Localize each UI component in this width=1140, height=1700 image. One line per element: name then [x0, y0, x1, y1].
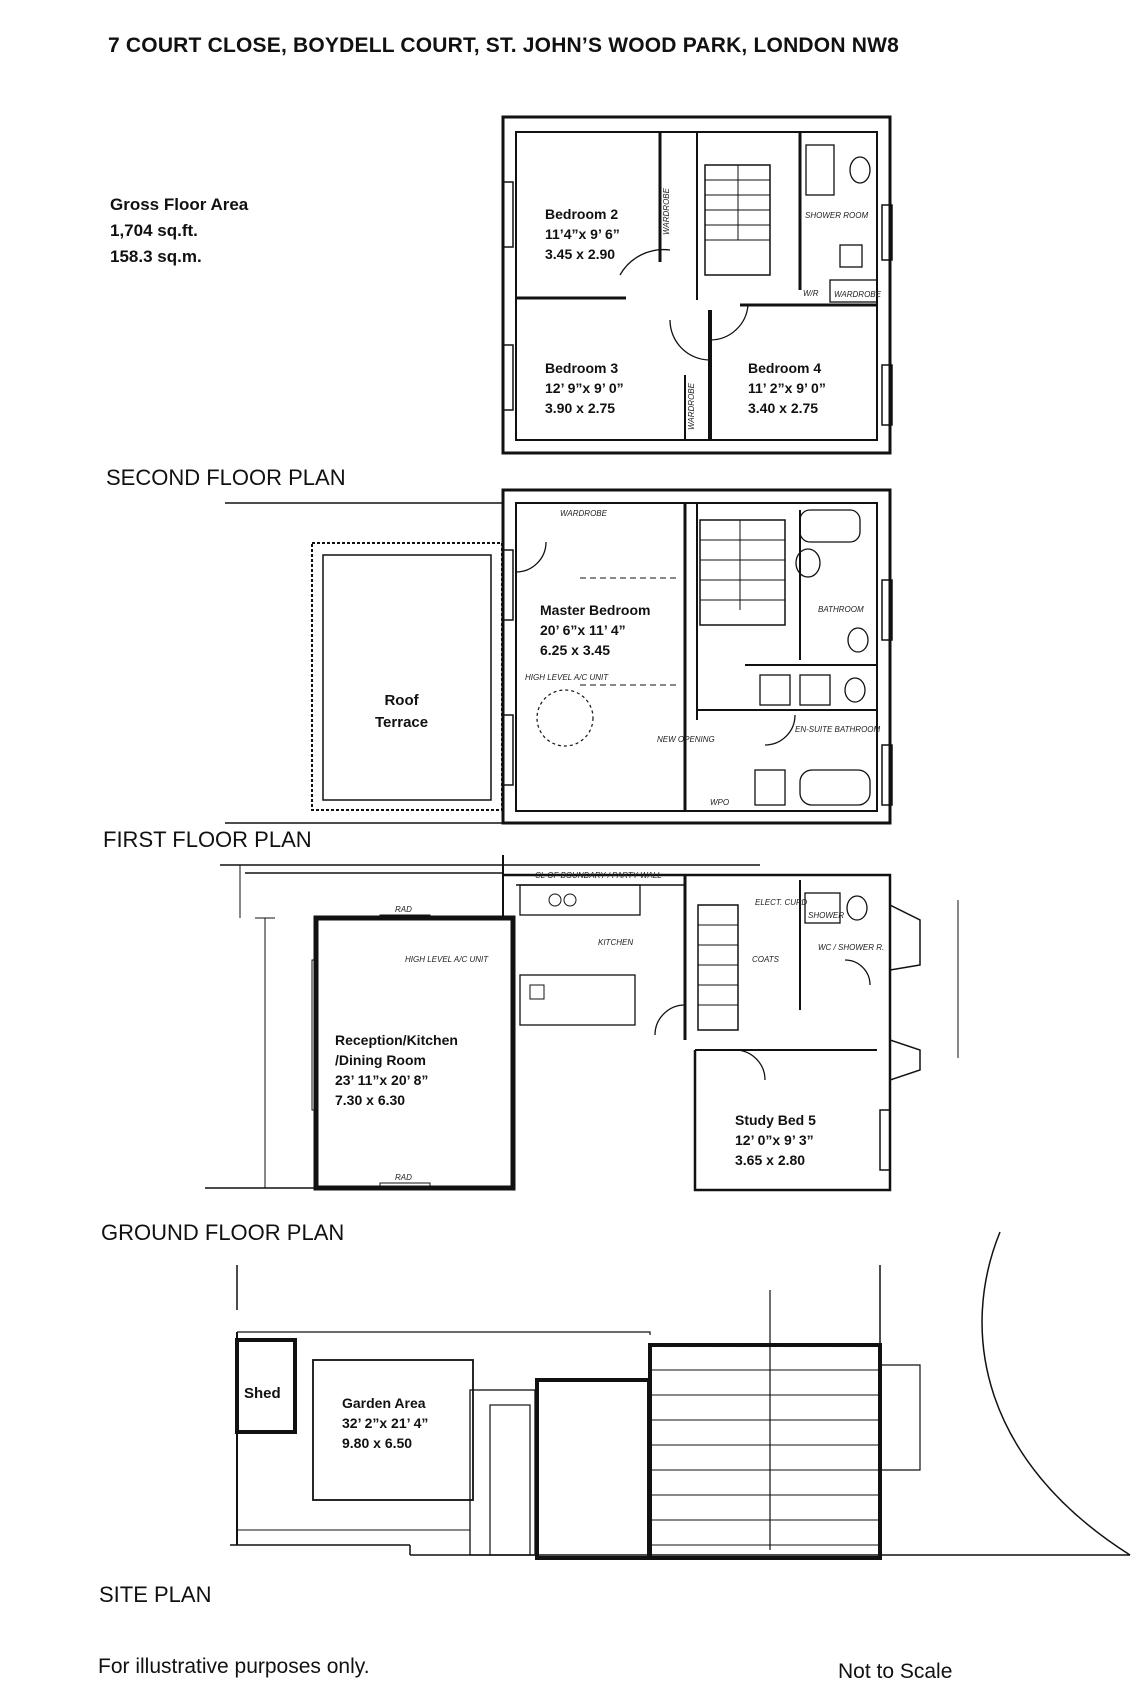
room-metric: 9.80 x 6.50 [342, 1435, 413, 1451]
site-plan-title: SITE PLAN [99, 1582, 212, 1607]
room-master-bedroom: Master Bedroom 20’ 6”x 11’ 4” 6.25 x 3.4… [540, 600, 650, 660]
note-wardrobe-1f: WARDROBE [560, 509, 608, 518]
room-bedroom-4: Bedroom 4 11’ 2”x 9’ 0” 3.40 x 2.75 [748, 358, 826, 418]
ground-floor-outline [205, 855, 959, 1192]
note-wc-shower: WC / SHOWER R. [818, 943, 884, 952]
room-imperial: 11’ 2”x 9’ 0” [748, 380, 826, 396]
note-hl-ac-1f: HIGH LEVEL A/C UNIT [525, 673, 609, 682]
note-bathroom: BATHROOM [818, 605, 864, 614]
property-address-title: 7 COURT CLOSE, BOYDELL COURT, ST. JOHN’S… [108, 34, 899, 57]
ground-floor-plan-title: GROUND FLOOR PLAN [101, 1220, 345, 1245]
note-ensuite: EN-SUITE BATHROOM [795, 725, 881, 734]
note-coats: COATS [752, 955, 780, 964]
note-rad-top: RAD [395, 905, 412, 914]
room-name-line-2: /Dining Room [335, 1052, 426, 1068]
gfa-label: Gross Floor Area [110, 195, 249, 214]
room-metric: 3.45 x 2.90 [545, 246, 616, 262]
room-metric: 6.25 x 3.45 [540, 642, 611, 658]
note-elect-cupd: ELECT. CUPD [755, 898, 807, 907]
note-shower-room: SHOWER ROOM [805, 211, 868, 220]
room-bedroom-2: Bedroom 2 11’4”x 9’ 6” 3.45 x 2.90 [545, 204, 620, 264]
room-name: Master Bedroom [540, 602, 651, 618]
room-imperial: 32’ 2”x 21’ 4” [342, 1415, 429, 1431]
room-name: Bedroom 3 [545, 360, 619, 376]
room-metric: 7.30 x 6.30 [335, 1092, 406, 1108]
room-name: Reception/Kitchen [335, 1032, 458, 1048]
room-study-bed-5: Study Bed 5 12’ 0”x 9’ 3” 3.65 x 2.80 [735, 1110, 816, 1170]
gross-floor-area: Gross Floor Area 1,704 sq.ft. 158.3 sq.m… [110, 192, 248, 270]
roof-terrace-label: Roof Terrace [375, 690, 428, 734]
note-wardrobe-2f-c: WARDROBE [687, 382, 696, 430]
room-imperial: 11’4”x 9’ 6” [545, 226, 620, 242]
not-to-scale-note: Not to Scale [838, 1660, 953, 1683]
terrace-line-2: Terrace [375, 714, 429, 731]
gfa-sqft: 1,704 sq.ft. [110, 221, 198, 240]
room-imperial: 12’ 0”x 9’ 3” [735, 1132, 814, 1148]
note-kitchen: KITCHEN [598, 938, 633, 947]
room-metric: 3.40 x 2.75 [748, 400, 819, 416]
room-name: Bedroom 4 [748, 360, 822, 376]
note-wardrobe-2f: WARDROBE [662, 187, 671, 235]
room-imperial: 12’ 9”x 9’ 0” [545, 380, 624, 396]
room-metric: 3.65 x 2.80 [735, 1152, 806, 1168]
site-plan-outline [230, 1231, 1131, 1560]
second-floor-outline [501, 115, 893, 455]
note-shower: SHOWER [808, 911, 844, 920]
shed-label: Shed [244, 1385, 281, 1402]
room-imperial: 23’ 11”x 20’ 8” [335, 1072, 429, 1088]
terrace-line-1: Roof [384, 692, 419, 709]
note-wardrobe-2f-b: WARDROBE [834, 290, 882, 299]
room-reception-kitchen-dining: Reception/Kitchen /Dining Room 23’ 11”x … [335, 1030, 458, 1110]
note-rad-bottom: RAD [395, 1173, 412, 1182]
first-floor-plan-title: FIRST FLOOR PLAN [103, 827, 312, 852]
room-metric: 3.90 x 2.75 [545, 400, 616, 416]
room-name: Study Bed 5 [735, 1112, 816, 1128]
room-name: Garden Area [342, 1395, 426, 1411]
room-imperial: 20’ 6”x 11’ 4” [540, 622, 626, 638]
note-boundary: CL OF BOUNDARY / PARTY WALL [535, 871, 662, 880]
second-floor-plan-title: SECOND FLOOR PLAN [106, 465, 346, 490]
note-hl-ac-gf: HIGH LEVEL A/C UNIT [405, 955, 489, 964]
note-new-opening: NEW OPENING [657, 735, 715, 744]
garden-area-label: Garden Area 32’ 2”x 21’ 4” 9.80 x 6.50 [342, 1393, 428, 1453]
first-floor-outline [225, 488, 893, 825]
note-wpo: WPO [710, 798, 729, 807]
room-bedroom-3: Bedroom 3 12’ 9”x 9’ 0” 3.90 x 2.75 [545, 358, 624, 418]
room-name: Bedroom 2 [545, 206, 619, 222]
plan-annotations: WARDROBE SHOWER ROOM W/R WARDROBE WARDRO… [395, 187, 884, 1182]
gfa-sqm: 158.3 sq.m. [110, 247, 202, 266]
note-wr: W/R [803, 289, 819, 298]
illustrative-disclaimer: For illustrative purposes only. [98, 1655, 370, 1678]
